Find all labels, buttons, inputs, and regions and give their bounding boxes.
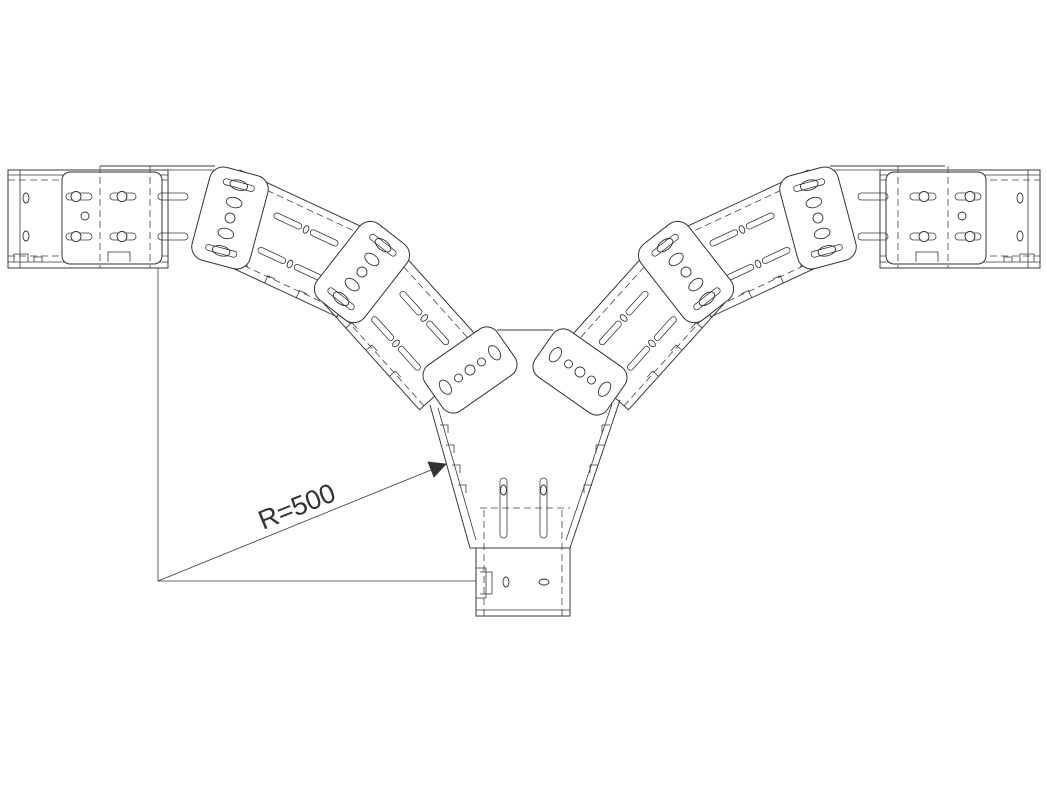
left-joint-plate-2 — [313, 220, 411, 324]
left-joint-plate-3 — [422, 326, 518, 414]
radius-leader-line — [157, 467, 437, 582]
radius-dimension: R=500 — [157, 268, 476, 582]
dimension-arrow-icon — [427, 461, 447, 478]
right-joint-plate-1 — [779, 166, 857, 270]
right-joint-plate-3 — [532, 328, 628, 416]
right-straight-tray — [857, 166, 1041, 269]
left-joint-plate-1 — [191, 166, 269, 270]
bottom-straight-tray — [475, 510, 571, 617]
radius-label: R=500 — [254, 478, 340, 536]
top-connectors — [100, 165, 945, 171]
left-straight-tray — [7, 166, 189, 269]
right-joint-plate-2 — [637, 220, 735, 324]
